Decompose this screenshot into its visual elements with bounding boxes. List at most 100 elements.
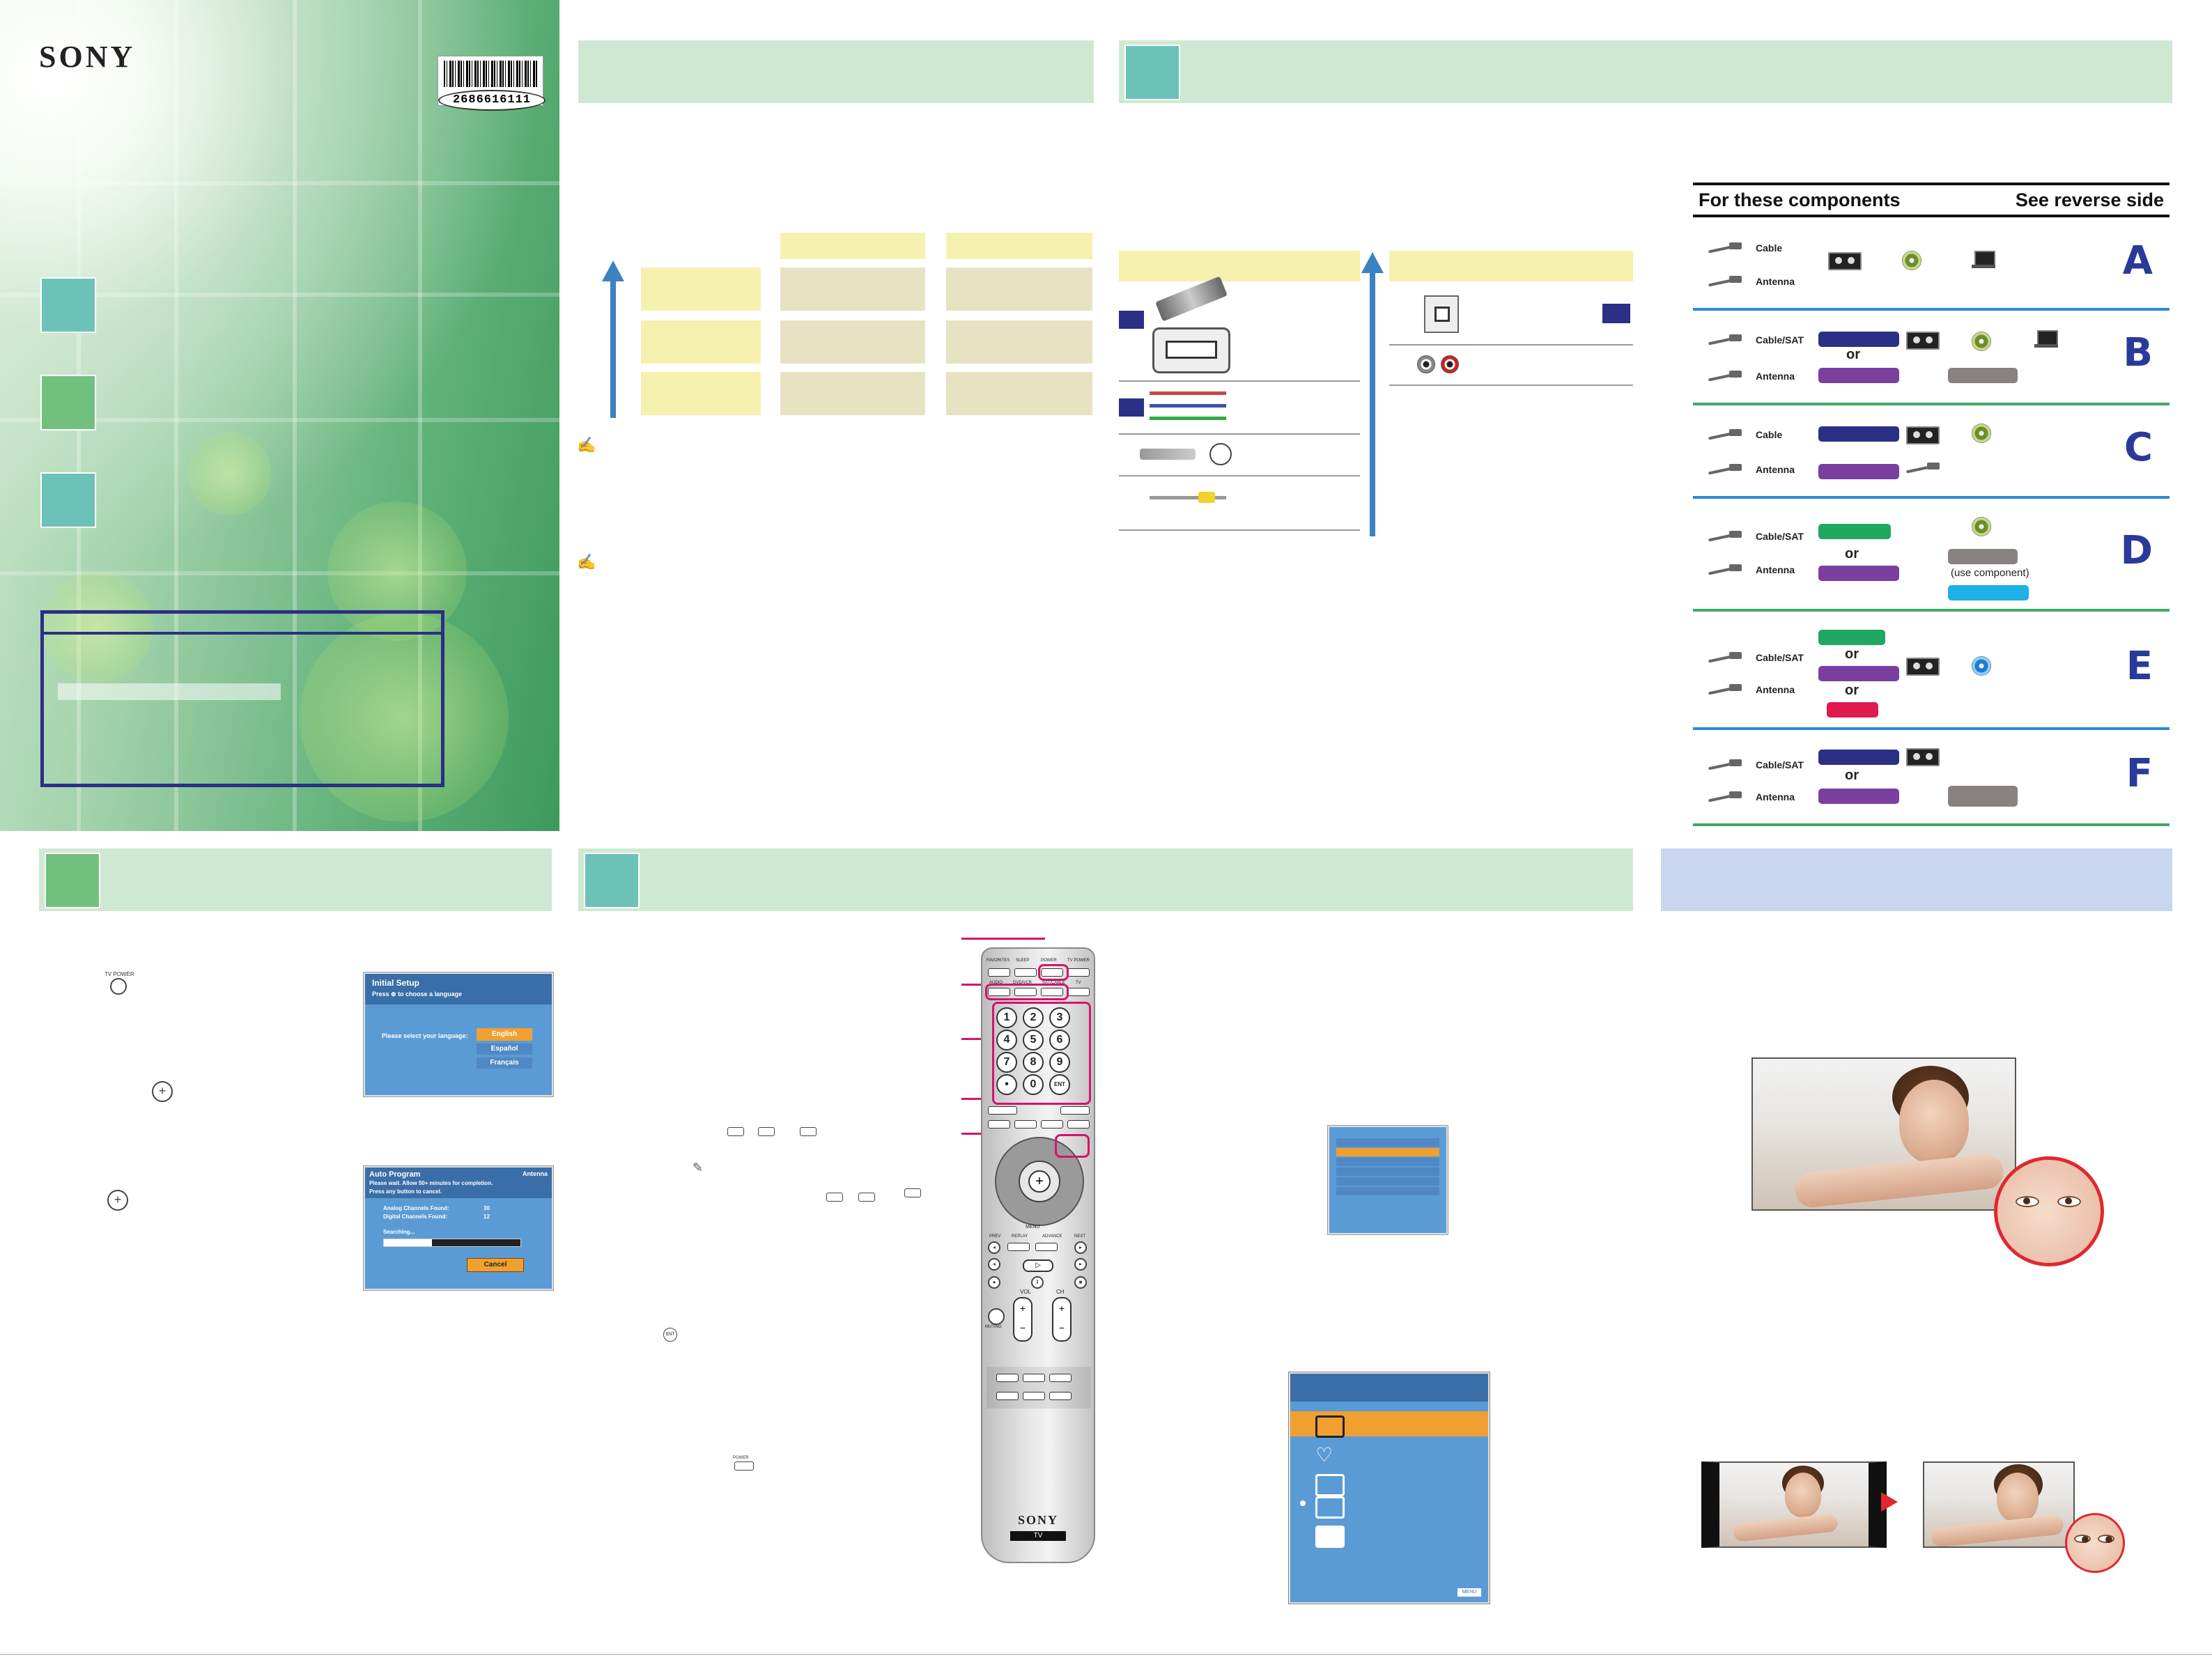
next-button[interactable]: ▸ [1074,1241,1087,1254]
recommended-tag [1119,398,1144,417]
enter-button-icon: ENT [663,1328,677,1342]
function-button[interactable] [1049,1392,1072,1400]
digit-button[interactable]: • [996,1074,1017,1095]
tv-digital-icon[interactable] [1315,1496,1345,1519]
function-button[interactable] [1023,1392,1045,1400]
advance-button[interactable] [1035,1243,1058,1251]
digit-button[interactable]: ENT [1049,1074,1070,1095]
barcode-number: 2686616111 [438,90,546,111]
digit-button[interactable]: 1 [996,1007,1017,1028]
settings-toolbox-icon[interactable] [1315,1526,1345,1548]
dvd-vcr-mode-button[interactable] [1014,988,1037,996]
hdmi-port-icon [1152,327,1230,373]
joystick-button[interactable]: + [152,1081,173,1102]
row-letter: F [2126,751,2153,796]
language-option-francais[interactable]: Français [477,1057,532,1069]
audio-mode-button[interactable] [988,988,1010,996]
pause-button[interactable]: ‖ [1031,1276,1044,1289]
detail-zoom-circle-small [2065,1513,2125,1573]
navigation-ring[interactable]: + [995,1137,1084,1226]
favorites-button[interactable] [988,968,1010,977]
digit-button[interactable]: 3 [1049,1007,1070,1028]
function-button[interactable] [996,1374,1019,1382]
language-option-espanol[interactable]: Español [477,1044,532,1055]
digit-button[interactable]: 0 [1023,1074,1044,1095]
note-icon: ✎ [693,1161,704,1174]
antenna-plug-icon [1708,371,1743,380]
cable-plug-icon [1708,429,1743,439]
rewind-button[interactable]: ◂ [988,1258,1000,1271]
row-letter: D [2120,528,2153,573]
connector-header-right [1389,251,1633,281]
digit-button[interactable]: 5 [1023,1030,1044,1050]
input-label: Antenna [1756,276,1795,287]
digit-button[interactable]: 2 [1023,1007,1044,1028]
s-video-port-icon [1209,443,1232,465]
hd-cable-box-icon [1818,524,1891,539]
channel-label: CH [1056,1289,1065,1295]
function-button[interactable] [996,1392,1019,1400]
favorites-icon[interactable]: ♡ [1315,1444,1333,1466]
tv-power-button[interactable] [1067,968,1090,977]
screen-title: Auto Program [369,1170,421,1179]
screen-title: Initial Setup [372,978,420,988]
tv-power-button[interactable] [110,978,127,995]
play-button[interactable]: ▷ [1023,1259,1053,1272]
section-header-features [1661,848,2172,911]
volume-rocker[interactable]: +− [1013,1297,1032,1342]
digit-button[interactable]: 8 [1023,1052,1044,1073]
language-prompt: Please select your language: [382,1032,468,1039]
dvd-icon [1972,424,1991,443]
table-header-left: For these components [1699,189,1901,210]
step-box-3 [40,472,96,528]
language-option-english[interactable]: English [477,1028,532,1041]
selection-dot [1300,1500,1306,1506]
widescreen-button[interactable] [988,1120,1010,1128]
replay-button[interactable] [1007,1243,1030,1251]
stop-button[interactable]: ■ [1074,1276,1087,1289]
power-button[interactable] [1041,968,1063,977]
input-label: Antenna [1756,684,1795,695]
table-header-cell-1 [780,233,925,259]
digit-button[interactable]: 7 [996,1052,1017,1073]
or-label: or [1845,646,1859,662]
callout-line [961,938,1045,940]
channel-rocker[interactable]: +− [1052,1297,1072,1342]
picture-button[interactable] [1014,1120,1037,1128]
sleep-button[interactable] [1014,968,1037,977]
satellite-box-icon [1818,368,1899,383]
satellite-box-icon [1818,464,1899,479]
digit-button[interactable]: 4 [996,1030,1017,1050]
info-button[interactable] [1067,1120,1090,1128]
vcr-icon [1906,426,1940,444]
sound-button[interactable] [1041,1120,1063,1128]
cable-plug-icon [1708,334,1743,344]
prev-button[interactable]: ◂ [988,1241,1000,1254]
menu-footer-button[interactable]: MENU [1457,1588,1481,1597]
divider [1389,385,1633,386]
joystick-button[interactable]: + [107,1190,128,1211]
antenna-plug-icon [1708,564,1743,574]
muting-button[interactable] [988,1308,1005,1325]
digit-button[interactable]: 9 [1049,1052,1070,1073]
input-label: Cable/SAT [1756,334,1804,346]
cable-plug-icon [1708,242,1743,252]
rec-button[interactable]: ● [988,1276,1000,1289]
tv-icon[interactable] [1315,1474,1345,1496]
highlight-mode [985,984,1069,1000]
jump-button[interactable] [988,1106,1017,1115]
tv-mode-button[interactable] [1067,988,1090,996]
cancel-button[interactable]: Cancel [467,1258,524,1272]
function-button[interactable] [1023,1374,1045,1382]
freeze-button[interactable] [1060,1106,1090,1115]
fast-forward-button[interactable]: ▸ [1074,1258,1087,1271]
muting-label: MUTING [985,1325,1002,1329]
input-label: Cable/SAT [1756,652,1804,663]
sat-cable-mode-button[interactable] [1041,988,1063,996]
component-row-d: Cable/SAT Antenna or (use component) D [1693,499,2170,612]
detail-zoom-circle [1994,1156,2104,1266]
row-separator [1693,609,2170,612]
input-label: Antenna [1756,791,1795,802]
digit-button[interactable]: 6 [1049,1030,1070,1050]
function-button[interactable] [1049,1374,1072,1382]
